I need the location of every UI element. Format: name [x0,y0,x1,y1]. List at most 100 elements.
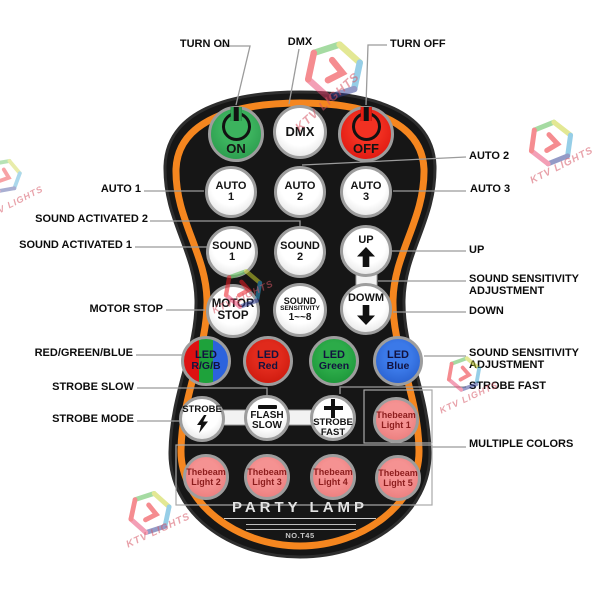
beam5-line1: Thebeam [378,467,418,478]
led-blue-line1: LED [387,349,409,362]
auto3-line2: 3 [362,191,370,203]
flash-slow-line2: SLOW [252,420,282,432]
auto3-line1: AUTO [350,179,382,192]
label-turn-off: TURN OFF [390,38,446,50]
bracket-beam1 [363,389,433,444]
label-multiple-colors: MULTIPLE COLORS [469,438,574,450]
connector-flash-fast [286,409,313,426]
label-motor-stop: MOTOR STOP [89,303,163,315]
line-turn-off [365,44,387,106]
auto1-line1: AUTO [215,179,247,192]
beam2-line1: Thebeam [186,466,226,477]
label-red-green-blue: RED/GREEN/BLUE [34,347,133,359]
strobe-button: STROBE [179,396,225,442]
multiple-colors-brackets [175,389,433,506]
led-rgb-line1: LED [195,349,217,362]
down-button-label: DOWM [347,291,385,304]
label-auto3: AUTO 3 [470,183,511,195]
power-icon [221,112,251,142]
sound-sensitivity-line3: 1~~8 [288,311,312,323]
auto1-button: AUTO 1 [205,166,257,218]
on-button: ON [208,106,264,162]
on-button-label: ON [226,141,246,157]
beam5-line2: Light 5 [383,478,413,488]
off-button-label: OFF [353,141,379,157]
beam4-line1: Thebeam [313,466,353,477]
label-strobe-slow: STROBE SLOW [52,381,134,393]
plus-icon [323,398,343,418]
label-auto2: AUTO 2 [469,150,510,162]
down-arrow-icon [357,305,375,326]
led-red-button: LED Red [243,336,293,386]
dmx-button-label: DMX [285,124,315,140]
power-icon [351,112,381,142]
line-strobe-slow [137,387,268,395]
label-auto1: AUTO 1 [100,183,141,195]
line-dmx [288,48,300,105]
bracket-beam-row [175,444,433,506]
up-button-label: UP [358,233,374,246]
sound2-line1: SOUND [280,239,320,252]
thebeam-light1-button: Thebeam Light 1 [373,397,419,443]
led-rgb-button: LED R/G/B [181,336,231,386]
led-blue-button: LED Blue [373,336,423,386]
motor-stop-line2: STOP [217,310,249,322]
off-button: OFF [338,106,394,162]
led-blue-line2: Blue [386,360,410,373]
beam4-line2: Light 4 [318,477,348,487]
product-name: PARTY LAMP [223,499,377,519]
led-red-line1: LED [257,349,279,362]
thebeam-light4-button: Thebeam Light 4 [310,454,356,500]
lightning-icon [196,415,208,434]
led-green-button: LED Green [309,336,359,386]
down-button: DOWM [340,283,392,335]
model-number: NO.T45 [285,531,315,540]
thebeam-light2-button: Thebeam Light 2 [183,454,229,500]
thebeam-light5-button: Thebeam Light 5 [375,455,421,501]
auto1-line2: 1 [227,191,235,203]
auto2-line1: AUTO [284,179,316,192]
strobe-button-label: STROBE [182,403,222,415]
sound-sensitivity-line2: SENSITIVITY [280,305,320,313]
auto3-button: AUTO 3 [340,166,392,218]
label-sound-activated-2: SOUND ACTIVATED 2 [35,213,148,225]
minus-icon [257,404,277,410]
label-strobe-fast: STROBE FAST [469,380,547,392]
beam3-line1: Thebeam [247,466,287,477]
label-up: UP [469,244,485,256]
led-green-line1: LED [323,349,345,362]
thebeam-light3-button: Thebeam Light 3 [244,454,290,500]
label-sound-activated-1: SOUND ACTIVATED 1 [19,239,132,251]
led-green-line2: Green [318,360,350,373]
up-button: UP [340,225,392,277]
line-auto2 [301,156,467,166]
line-turn-on [219,45,251,106]
line-strobe-fast [339,386,466,394]
orange-trim [172,99,428,550]
sound-sensitivity-line1: SOUND [283,296,317,306]
label-strobe-mode: STROBE MODE [52,413,134,425]
beam2-line2: Light 2 [191,477,221,487]
label-down: DOWN [469,305,504,317]
auto2-button: AUTO 2 [274,166,326,218]
dmx-button: DMX [273,105,327,159]
beam1-line1: Thebeam [376,409,416,420]
motor-stop-button: MOTOR STOP [206,284,260,338]
beam1-line2: Light 1 [381,420,411,430]
up-arrow-icon [357,247,375,268]
led-red-line2: Red [258,360,278,373]
callout-lines [135,44,467,448]
sound2-line2: 2 [296,251,304,263]
sound1-button: SOUND 1 [206,226,258,278]
strobe-fast-line2: FAST [320,426,346,438]
led-rgb-line2: R/G/B [191,360,221,373]
sound-sensitivity-button: SOUND SENSITIVITY 1~~8 [273,283,327,337]
line-sound-activated-2 [150,220,301,228]
flash-slow-line1: FLASH [250,410,284,422]
label-sound-sensitivity-adjustment-2: SOUND SENSITIVITY ADJUSTMENT [469,347,579,371]
strobe-fast-line1: STROBE [313,416,353,428]
strobe-fast-button: STROBE FAST [310,395,356,441]
label-dmx: DMX [287,36,313,48]
label-sound-sensitivity-adjustment-1: SOUND SENSITIVITY ADJUSTMENT [469,273,579,297]
